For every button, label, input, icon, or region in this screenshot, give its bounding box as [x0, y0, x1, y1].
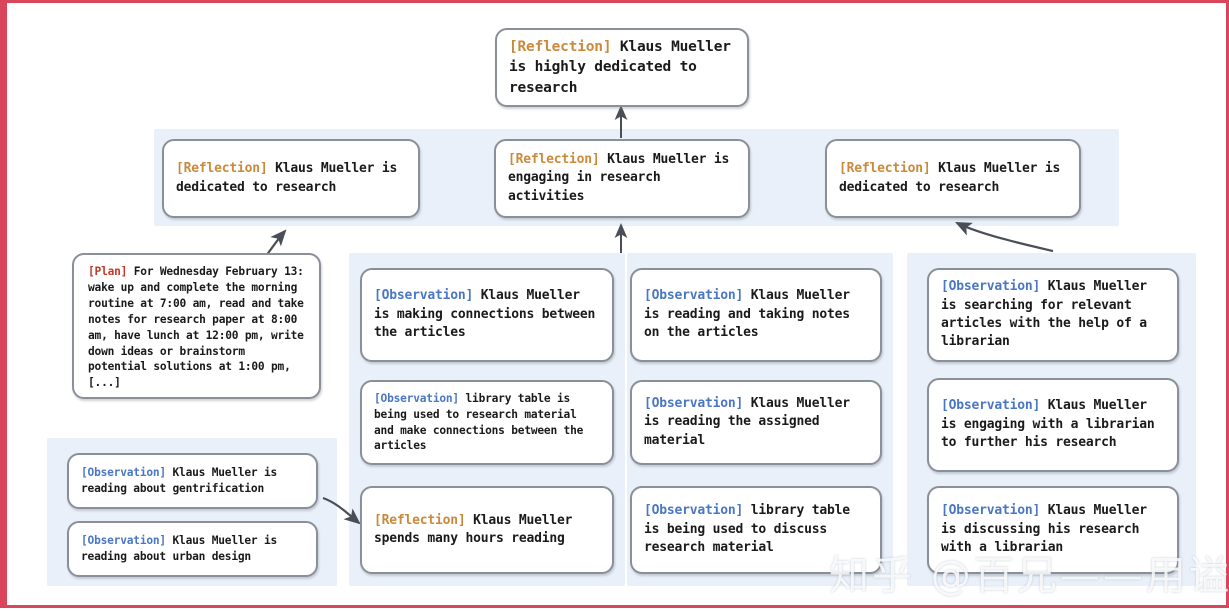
node-text: [Observation] library table is being use… [374, 391, 600, 455]
node-body: Klaus Mueller is engaging in research ac… [508, 151, 730, 204]
node-column-b-3[interactable]: [Observation] library table is being use… [630, 486, 882, 574]
node-body: Klaus Mueller is highly dedicated to res… [509, 38, 731, 96]
node-body: library table is being used to discuss r… [644, 503, 850, 556]
node-column-a-1[interactable]: [Observation] Klaus Mueller is making co… [360, 268, 614, 362]
tag-observation: [Observation] [81, 466, 166, 480]
node-column-b-1[interactable]: [Observation] Klaus Mueller is reading a… [630, 268, 882, 362]
tag-observation: [Observation] [941, 503, 1041, 519]
tag-reflection: [Reflection] [509, 38, 612, 55]
node-left-observation-2[interactable]: [Observation] Klaus Mueller is reading a… [67, 521, 318, 577]
node-column-c-1[interactable]: [Observation] Klaus Mueller is searching… [927, 268, 1179, 362]
node-column-c-2[interactable]: [Observation] Klaus Mueller is engaging … [927, 378, 1179, 472]
node-body: Klaus Mueller is discussing his research… [941, 503, 1147, 556]
tag-observation: [Observation] [374, 391, 459, 405]
node-body: Klaus Mueller is making connections betw… [374, 288, 596, 341]
tag-reflection: [Reflection] [839, 161, 931, 177]
node-text: [Plan] For Wednesday February 13: wake u… [88, 264, 307, 391]
node-level2-right[interactable]: [Reflection] Klaus Mueller is dedicated … [825, 139, 1081, 218]
node-body: Klaus Mueller is reading the assigned ma… [644, 395, 850, 448]
node-text: [Reflection] Klaus Mueller is dedicated … [176, 160, 406, 197]
node-body: For Wednesday February 13: wake up and c… [88, 265, 304, 390]
node-left-observation-1[interactable]: [Observation] Klaus Mueller is reading a… [67, 453, 318, 509]
node-text: [Observation] Klaus Mueller is searching… [941, 278, 1165, 352]
node-text: [Reflection] Klaus Mueller spends many h… [374, 512, 600, 549]
tag-observation: [Observation] [374, 288, 474, 304]
node-body: Klaus Mueller is searching for relevant … [941, 279, 1147, 350]
tag-plan: [Plan] [88, 265, 128, 278]
node-text: [Observation] Klaus Mueller is discussin… [941, 502, 1165, 557]
node-text: [Observation] Klaus Mueller is making co… [374, 287, 600, 342]
node-column-a-3[interactable]: [Reflection] Klaus Mueller spends many h… [360, 486, 614, 574]
node-text: [Reflection] Klaus Mueller is engaging i… [508, 151, 736, 206]
tag-observation: [Observation] [644, 395, 744, 411]
node-level2-left[interactable]: [Reflection] Klaus Mueller is dedicated … [162, 139, 420, 218]
node-root-reflection[interactable]: [Reflection] Klaus Mueller is highly ded… [495, 28, 749, 107]
node-column-c-3[interactable]: [Observation] Klaus Mueller is discussin… [927, 486, 1179, 574]
node-column-a-2[interactable]: [Observation] library table is being use… [360, 380, 614, 465]
node-body: Klaus Mueller is reading about urban des… [81, 534, 278, 563]
tag-observation: [Observation] [644, 288, 744, 304]
tag-observation: [Observation] [81, 534, 166, 548]
node-body: Klaus Mueller is dedicated to research [176, 161, 398, 195]
node-text: [Observation] Klaus Mueller is reading a… [644, 287, 868, 342]
node-text: [Observation] Klaus Mueller is reading a… [81, 465, 304, 497]
node-body: Klaus Mueller is reading about gentrific… [81, 466, 278, 495]
tag-observation: [Observation] [941, 279, 1041, 295]
watermark: 知乎 @百兄——用谥书生 [829, 553, 1229, 599]
tag-reflection: [Reflection] [176, 161, 268, 177]
tag-observation: [Observation] [941, 398, 1041, 414]
tag-reflection: [Reflection] [374, 512, 466, 528]
node-text: [Observation] library table is being use… [644, 502, 868, 557]
node-text: [Reflection] Klaus Mueller is dedicated … [839, 160, 1067, 197]
node-body: Klaus Mueller is reading and taking note… [644, 288, 850, 341]
node-plan[interactable]: [Plan] For Wednesday February 13: wake u… [72, 253, 321, 399]
node-body: Klaus Mueller spends many hours reading [374, 512, 573, 546]
node-text: [Observation] Klaus Mueller is engaging … [941, 397, 1165, 452]
node-text: [Reflection] Klaus Mueller is highly ded… [509, 37, 735, 99]
tag-reflection: [Reflection] [508, 151, 600, 167]
node-body: library table is being used to research … [374, 391, 584, 453]
node-body: Klaus Mueller is engaging with a librari… [941, 398, 1155, 451]
node-text: [Observation] Klaus Mueller is reading t… [644, 395, 868, 450]
node-body: Klaus Mueller is dedicated to research [839, 161, 1061, 195]
node-column-b-2[interactable]: [Observation] Klaus Mueller is reading t… [630, 380, 882, 465]
node-text: [Observation] Klaus Mueller is reading a… [81, 533, 304, 565]
node-level2-center[interactable]: [Reflection] Klaus Mueller is engaging i… [494, 139, 750, 218]
tag-observation: [Observation] [644, 503, 744, 519]
